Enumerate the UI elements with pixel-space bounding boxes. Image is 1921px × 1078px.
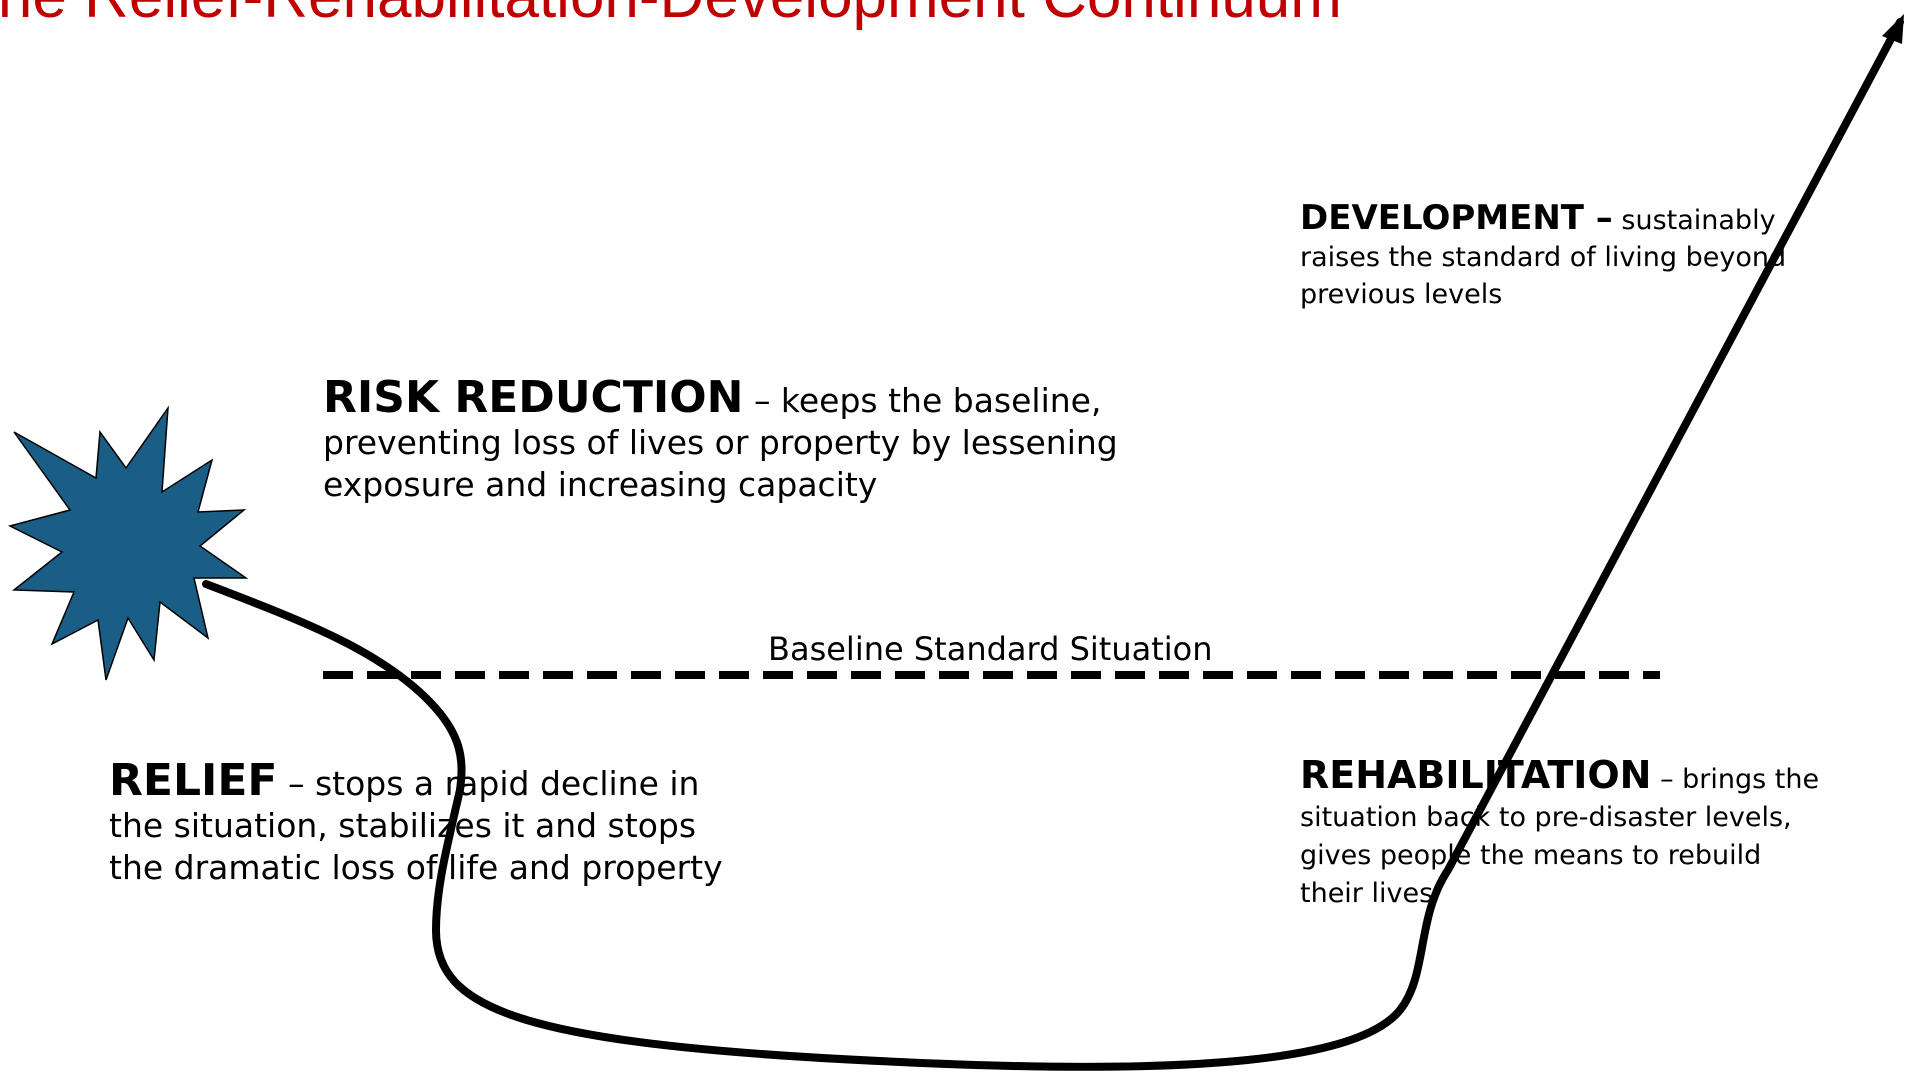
risk-reduction-heading: RISK REDUCTION [323, 372, 744, 423]
risk-reduction-text: – keeps the baseline, preventing loss of… [323, 381, 1118, 504]
rehabilitation-block: REHABILITATION – brings the situation ba… [1300, 756, 1820, 913]
risk-reduction-block: RISK REDUCTION – keeps the baseline, pre… [323, 376, 1123, 506]
slide-title: The Relief-Rehabilitation-Development Co… [0, 0, 1342, 28]
rehabilitation-text: – brings the situation back to pre-disas… [1300, 764, 1820, 909]
continuum-curve [202, 18, 1904, 1071]
baseline-label: Baseline Standard Situation [768, 630, 1213, 668]
development-block: DEVELOPMENT – sustainably raises the sta… [1300, 200, 1860, 313]
starburst-icon [7, 405, 249, 681]
relief-text: – stops a rapid decline in the situation… [109, 764, 723, 887]
arrowhead-icon [1882, 14, 1904, 44]
relief-heading: RELIEF [109, 755, 278, 806]
development-heading: DEVELOPMENT – [1300, 198, 1613, 238]
development-text: sustainably raises the standard of livin… [1300, 205, 1787, 310]
rehabilitation-heading: REHABILITATION [1300, 753, 1652, 797]
relief-block: RELIEF – stops a rapid decline in the si… [109, 759, 759, 889]
